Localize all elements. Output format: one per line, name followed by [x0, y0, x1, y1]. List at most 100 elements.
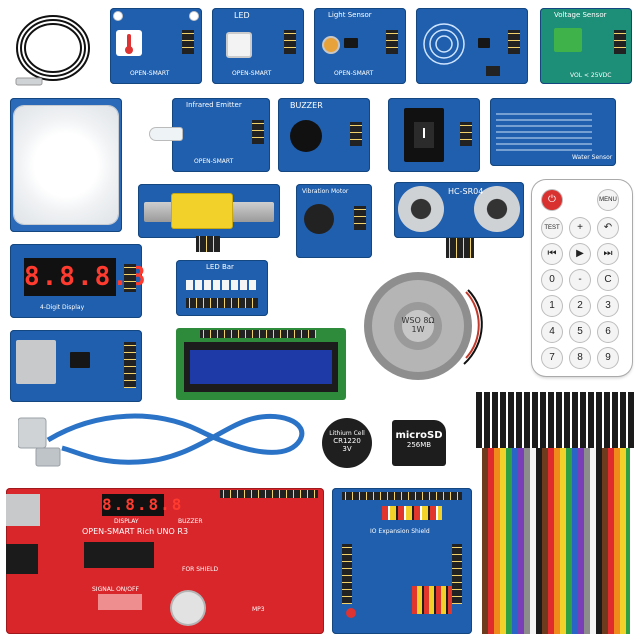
- clear-button[interactable]: C: [598, 270, 618, 290]
- voltage-range-label: VOL < 25VDC: [570, 72, 612, 79]
- motor-disc: [304, 204, 334, 234]
- coin-volt: 3V: [342, 445, 352, 453]
- shield-label: FOR SHIELD: [182, 566, 219, 573]
- key-5[interactable]: 5: [570, 322, 590, 342]
- key-0[interactable]: 0: [542, 270, 562, 290]
- pir-sensor-module: [10, 98, 122, 232]
- ultrasonic-transducer-left: [398, 186, 444, 232]
- dip-switch: [98, 594, 142, 610]
- prev-button[interactable]: ⏮: [542, 244, 562, 264]
- infrared-emitter-module: Infrared Emitter OPEN-SMART: [172, 98, 270, 172]
- key-2[interactable]: 2: [570, 296, 590, 316]
- sd-card-module: [10, 330, 142, 402]
- pin-header: [446, 238, 474, 258]
- analog-pin-rows: [412, 586, 452, 614]
- back-button[interactable]: ↶: [598, 218, 618, 238]
- microsd-label: microSD: [395, 430, 443, 441]
- io-expansion-shield: IO Expansion Shield: [332, 488, 472, 634]
- key-8[interactable]: 8: [570, 348, 590, 368]
- vibration-motor-label: Vibration Motor: [302, 188, 349, 195]
- coin-cell-label: Lithium Cell: [329, 430, 365, 437]
- pin-header: [220, 490, 318, 498]
- slide-switch: [486, 66, 500, 76]
- microsd-card: microSD 256MB: [392, 420, 446, 466]
- led-bar-module: LED Bar: [176, 260, 268, 316]
- usb-cable: [18, 413, 305, 467]
- pin-header: [196, 236, 220, 252]
- reset-button: [346, 608, 356, 618]
- pin-header: [124, 342, 136, 388]
- buzzer-label: BUZZER: [290, 101, 323, 110]
- lcd-module: [176, 328, 346, 400]
- power-jack: [6, 544, 38, 574]
- temperature-module: OPEN-SMART: [110, 8, 202, 84]
- water-sensor-module: Water Sensor: [490, 98, 616, 166]
- screw-terminal: [554, 28, 582, 52]
- thermometer-icon: [116, 30, 142, 56]
- key-6[interactable]: 6: [598, 322, 618, 342]
- usb-port: [6, 494, 40, 526]
- slider-knob: [172, 194, 232, 228]
- mount-hole: [114, 12, 122, 20]
- display-label: DISPLAY: [114, 518, 139, 525]
- light-sensor-module: Light Sensor OPEN-SMART: [314, 8, 406, 84]
- pir-dome: [14, 106, 118, 224]
- brand-label: OPEN-SMART: [194, 158, 234, 165]
- key-1[interactable]: 1: [542, 296, 562, 316]
- rgb-led: [226, 32, 252, 58]
- ic-chip: [344, 38, 358, 48]
- voltage-sensor-label: Voltage Sensor: [554, 11, 607, 19]
- ir-remote: ⏻ MENU TEST + ↶ ⏮ ▶ ⏭ 0 - C 1 2 3 4 5 6 …: [532, 180, 632, 376]
- minus-button[interactable]: -: [570, 270, 590, 290]
- pin-header: [614, 30, 626, 54]
- buzzer-component: [290, 120, 322, 152]
- key-9[interactable]: 9: [598, 348, 618, 368]
- pin-header: [508, 30, 520, 54]
- touch-pad-icon: [423, 23, 465, 65]
- voltage-sensor-module: Voltage Sensor VOL < 25VDC: [540, 8, 632, 84]
- pin-header: [354, 206, 366, 230]
- brand-label: OPEN-SMART: [232, 70, 272, 77]
- pin-header: [342, 544, 352, 604]
- mount-hole: [190, 12, 198, 20]
- play-button[interactable]: ▶: [570, 244, 590, 264]
- ir-led: [150, 128, 182, 140]
- led-bar-label: LED Bar: [206, 263, 234, 271]
- ultrasonic-transducer-right: [474, 186, 520, 232]
- potentiometer-knob: [172, 592, 204, 624]
- pin-header: [200, 330, 316, 338]
- buzzer-label: BUZZER: [178, 518, 203, 525]
- four-digit-label: 4-Digit Display: [40, 304, 85, 311]
- brand-label: OPEN-SMART: [334, 70, 374, 77]
- speaker-label: WSO 8Ω 1W: [401, 316, 435, 334]
- pin-header: [186, 298, 258, 308]
- sd-slot: [16, 340, 56, 384]
- power-button[interactable]: ⏻: [542, 190, 562, 210]
- led-label: LED: [234, 11, 250, 20]
- ic-chip: [70, 352, 90, 368]
- key-4[interactable]: 4: [542, 322, 562, 342]
- key-7[interactable]: 7: [542, 348, 562, 368]
- test-button[interactable]: TEST: [542, 218, 562, 238]
- rich-uno-board: 8.8.8.8 DISPLAY BUZZER OPEN-SMART Rich U…: [6, 488, 324, 634]
- next-button[interactable]: ⏭: [598, 244, 618, 264]
- signal-label: SIGNAL ON/OFF: [92, 586, 139, 593]
- menu-button[interactable]: MENU: [598, 190, 618, 210]
- board-name: OPEN-SMART Rich UNO R3: [82, 527, 189, 536]
- lcd-screen: [184, 342, 338, 392]
- ultrasonic-label: HC-SR04: [448, 187, 484, 196]
- rocker-switch-module: [388, 98, 480, 172]
- touch-sensor-module: [416, 8, 528, 84]
- pin-header: [124, 264, 136, 292]
- ic-socket: [84, 542, 154, 568]
- microsd-size: 256MB: [406, 441, 432, 449]
- ultrasonic-module: HC-SR04: [394, 182, 524, 238]
- rocker-switch: [404, 108, 444, 162]
- infrared-emitter-label: Infrared Emitter: [186, 101, 242, 109]
- pin-header: [350, 122, 362, 146]
- water-sensor-label: Water Sensor: [572, 154, 613, 161]
- water-traces-icon: [496, 113, 592, 151]
- key-3[interactable]: 3: [598, 296, 618, 316]
- io-pin-rows: [382, 506, 442, 520]
- plus-button[interactable]: +: [570, 218, 590, 238]
